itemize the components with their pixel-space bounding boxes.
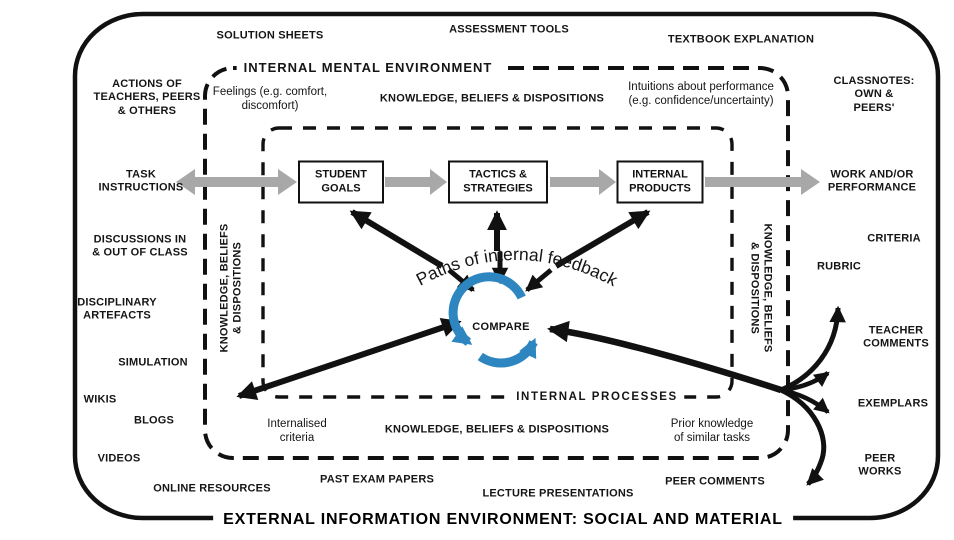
internal-mental-environment-title: INTERNAL MENTAL ENVIRONMENT bbox=[236, 60, 500, 76]
label-peer-works: PEER WORKS bbox=[858, 452, 902, 478]
label-past-exam-papers: PAST EXAM PAPERS bbox=[319, 473, 435, 486]
annotation-feelings: Feelings (e.g. comfort, discomfort) bbox=[212, 85, 328, 112]
label-assessment-tools: ASSESSMENT TOOLS bbox=[449, 23, 569, 36]
external-reference-fan bbox=[779, 305, 846, 486]
internal-feedback-arrows bbox=[236, 209, 783, 400]
label-peer-comments: PEER COMMENTS bbox=[665, 475, 765, 488]
products-to-work-arrow bbox=[705, 169, 820, 195]
label-teacher-comments: TEACHER COMMENTS bbox=[863, 324, 929, 350]
task-instructions-flow-arrow bbox=[176, 169, 297, 195]
compare-cycle-top-arc bbox=[448, 272, 526, 346]
label-classnotes: CLASSNOTES: OWN & PEERS' bbox=[833, 74, 915, 114]
into-compare-ne-arrow bbox=[525, 268, 553, 292]
annotation-intuitions: Intuitions about performance (e.g. confi… bbox=[628, 80, 774, 107]
label-blogs: BLOGS bbox=[133, 414, 175, 427]
label-kbd-left: KNOWLEDGE, BELIEFS & DISPOSITIONS bbox=[218, 223, 244, 353]
label-solution-sheets: SOLUTION SHEETS bbox=[216, 29, 324, 42]
feedback-to-products-arrow bbox=[554, 209, 651, 269]
label-simulation: SIMULATION bbox=[118, 356, 188, 369]
label-kbd-right: KNOWLEDGE, BELIEFS & DISPOSITIONS bbox=[748, 223, 774, 353]
compare-cycle-bottom-arc bbox=[477, 337, 538, 368]
label-online-resources: ONLINE RESOURCES bbox=[153, 482, 271, 495]
paths-of-internal-feedback-caption: Paths of internal feedback bbox=[413, 244, 621, 290]
label-kbd-top: KNOWLEDGE, BELIEFS & DISPOSITIONS bbox=[379, 92, 605, 105]
feedback-to-goals-arrow bbox=[349, 209, 444, 269]
internal-processes-border bbox=[261, 126, 734, 399]
label-wikis: WIKIS bbox=[83, 393, 117, 406]
external-environment-title: EXTERNAL INFORMATION ENVIRONMENT: SOCIAL… bbox=[213, 510, 793, 530]
annotation-internalised-criteria: Internalised criteria bbox=[267, 417, 327, 444]
label-actions-of-teachers: ACTIONS OF TEACHERS, PEERS & OTHERS bbox=[93, 77, 201, 117]
label-discussions: DISCUSSIONS IN & OUT OF CLASS bbox=[92, 233, 188, 259]
tactics-strategies-box: TACTICS & STRATEGIES bbox=[448, 160, 548, 204]
label-exemplars: EXEMPLARS bbox=[857, 397, 929, 410]
label-textbook-explanation: TEXTBOOK EXPLANATION bbox=[667, 33, 815, 46]
paths-of-internal-feedback-label: Paths of internal feedback bbox=[413, 244, 621, 290]
fan-to-rubric-arrow bbox=[780, 305, 846, 393]
label-kbd-bottom: KNOWLEDGE, BELIEFS & DISPOSITIONS bbox=[384, 423, 610, 436]
goals-to-tactics-arrow bbox=[385, 169, 447, 195]
label-work-performance: WORK AND/OR PERFORMANCE bbox=[827, 168, 917, 194]
external-sources-to-compare-arrow bbox=[547, 320, 783, 394]
label-criteria: CRITERIA bbox=[867, 232, 921, 245]
compare-label: COMPARE bbox=[471, 321, 531, 333]
compare-cycle-icon bbox=[448, 272, 538, 368]
gray-flow-arrows bbox=[176, 169, 820, 195]
label-videos: VIDEOS bbox=[97, 452, 141, 465]
internalised-criteria-double-arrow bbox=[236, 318, 462, 400]
internal-products-box: INTERNAL PRODUCTS bbox=[616, 160, 704, 204]
fan-to-peer-works-arrow bbox=[779, 387, 827, 486]
label-disciplinary-artefacts: DISCIPLINARY ARTEFACTS bbox=[77, 296, 157, 322]
label-rubric: RUBRIC bbox=[817, 260, 861, 273]
tactics-to-products-arrow bbox=[550, 169, 616, 195]
student-goals-box: STUDENT GOALS bbox=[298, 160, 384, 204]
annotation-prior-knowledge: Prior knowledge of similar tasks bbox=[670, 417, 754, 444]
label-lecture-presentations: LECTURE PRESENTATIONS bbox=[482, 487, 634, 500]
internal-processes-title: INTERNAL PROCESSES bbox=[510, 389, 684, 405]
label-task-instructions: TASK INSTRUCTIONS bbox=[98, 168, 184, 194]
